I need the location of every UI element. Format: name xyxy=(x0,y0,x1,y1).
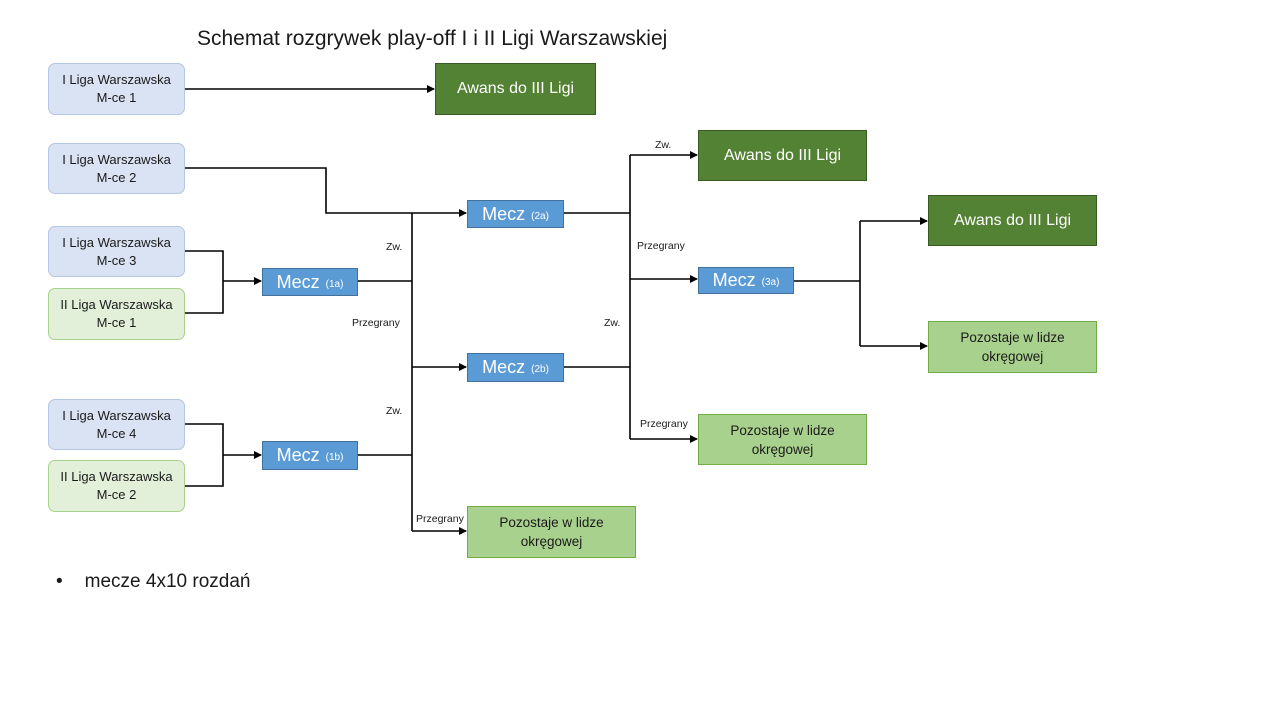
match-label: Mecz xyxy=(276,445,320,465)
edge-label-win: Zw. xyxy=(655,139,672,151)
match-code: (1a) xyxy=(325,278,344,290)
promotion-label: Awans do III Ligi xyxy=(953,211,1072,229)
team-place: M-ce 2 xyxy=(96,487,137,502)
match-1a: Mecz (1a) xyxy=(262,268,358,296)
team-box-i-liga-2: I Liga Warszawska M-ce 2 xyxy=(48,143,185,194)
promotion-box-3: Awans do III Ligi xyxy=(928,195,1097,246)
match-3a: Mecz (3a) xyxy=(698,267,794,294)
stay-label-line1: Pozostaje w lidze xyxy=(960,330,1065,345)
team-place: M-ce 4 xyxy=(96,425,137,441)
bullet-note: • mecze 4x10 rozdań xyxy=(56,571,250,593)
team-box-i-liga-4: I Liga Warszawska M-ce 4 xyxy=(48,399,185,450)
team-box-i-liga-1: I Liga Warszawska M-ce 1 xyxy=(48,63,185,115)
team-place: M-ce 1 xyxy=(96,315,137,330)
team-league: I Liga Warszawska xyxy=(62,407,171,423)
match-label: Mecz xyxy=(276,271,320,292)
match-1b: Mecz (1b) xyxy=(262,441,358,470)
team-box-ii-liga-2: II Liga Warszawska M-ce 2 xyxy=(48,460,185,512)
stay-box-2: Pozostaje w lidze okręgowej xyxy=(698,414,867,465)
team-league: I Liga Warszawska xyxy=(62,72,171,87)
page-title: Schemat rozgrywek play-off I i II Ligi W… xyxy=(197,27,668,50)
edge-label-win: Zw. xyxy=(386,241,403,253)
edge-label-lose: Przegrany xyxy=(352,317,400,329)
edge-label-lose: Przegrany xyxy=(637,240,685,252)
stay-label-line1: Pozostaje w lidze xyxy=(730,422,835,438)
match-2b: Mecz (2b) xyxy=(467,353,564,382)
stay-label-line1: Pozostaje w lidze xyxy=(499,515,604,530)
team-box-ii-liga-1: II Liga Warszawska M-ce 1 xyxy=(48,288,185,340)
stay-label-line2: okręgowej xyxy=(751,441,814,457)
bullet-dot: • xyxy=(56,571,63,592)
match-code: (2a) xyxy=(531,210,549,222)
team-league: II Liga Warszawska xyxy=(60,297,173,312)
team-place: M-ce 3 xyxy=(96,252,137,268)
match-code: (1b) xyxy=(325,452,344,463)
match-code: (2b) xyxy=(531,364,549,375)
match-code: (3a) xyxy=(761,277,780,288)
stay-box-1: Pozostaje w lidze okręgowej xyxy=(467,506,636,558)
match-2a: Mecz (2a) xyxy=(467,200,564,228)
team-league: II Liga Warszawska xyxy=(60,469,173,484)
team-league: I Liga Warszawska xyxy=(62,151,171,167)
team-league: I Liga Warszawska xyxy=(62,234,171,250)
promotion-box-2: Awans do III Ligi xyxy=(698,130,867,181)
edge-label-win: Zw. xyxy=(386,405,403,417)
team-box-i-liga-3: I Liga Warszawska M-ce 3 xyxy=(48,226,185,277)
stay-box-3: Pozostaje w lidze okręgowej xyxy=(928,321,1097,373)
stay-label-line2: okręgowej xyxy=(520,534,583,549)
promotion-box-1: Awans do III Ligi xyxy=(435,63,596,115)
promotion-label: Awans do III Ligi xyxy=(723,146,842,164)
team-place: M-ce 2 xyxy=(96,169,137,185)
edge-label-lose: Przegrany xyxy=(416,513,464,525)
match-label: Mecz xyxy=(712,270,756,290)
edge-label-win: Zw. xyxy=(604,317,621,329)
match-label: Mecz xyxy=(482,203,526,224)
team-place: M-ce 1 xyxy=(96,90,137,105)
edge-label-lose: Przegrany xyxy=(640,418,688,430)
bullet-text: mecze 4x10 rozdań xyxy=(84,571,251,592)
match-label: Mecz xyxy=(482,357,526,377)
stay-label-line2: okręgowej xyxy=(981,349,1044,364)
promotion-label: Awans do III Ligi xyxy=(456,80,575,97)
